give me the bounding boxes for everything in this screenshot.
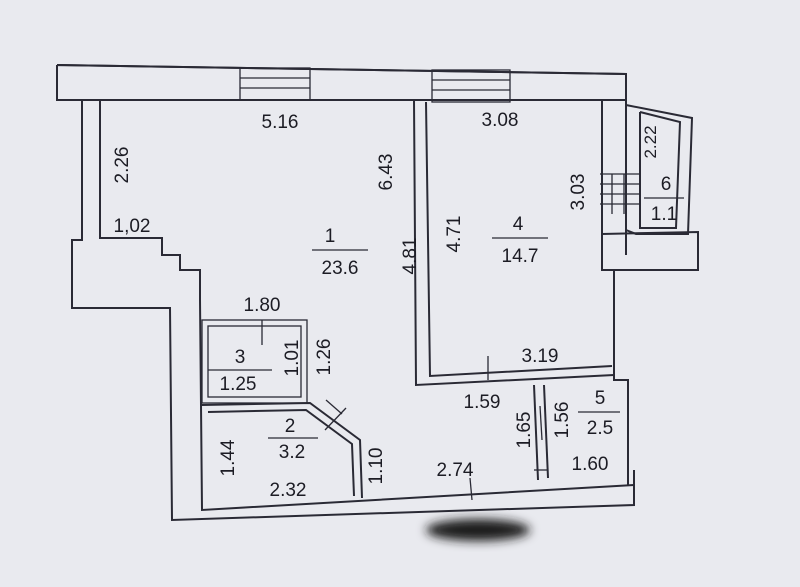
outer-walls <box>56 64 635 522</box>
window-left <box>239 67 311 101</box>
dim-3-03: 3.03 <box>568 174 589 211</box>
dim-1-44: 1.44 <box>218 439 239 476</box>
dim-1-60: 1.60 <box>572 454 609 475</box>
window-balcony <box>600 173 640 214</box>
partition-1-4 <box>413 99 615 387</box>
room-1-area: 23.6 <box>322 258 359 279</box>
room-3-walls <box>201 319 308 404</box>
room-2-walls <box>201 399 363 499</box>
dim-1-26: 1.26 <box>314 339 335 376</box>
dim-6-43: 6.43 <box>376 154 397 191</box>
room-3-area: 1.25 <box>220 374 257 395</box>
dim-1-65: 1.65 <box>514 412 535 449</box>
room-1-number: 1 <box>325 226 336 247</box>
dim-1-80: 1.80 <box>244 295 281 316</box>
balcony-walls <box>601 104 699 271</box>
dim-5-16: 5.16 <box>262 112 299 133</box>
room-2-area: 3.2 <box>279 442 305 463</box>
dim-1-10: 1.10 <box>366 448 387 485</box>
room-5-area: 2.5 <box>587 418 613 439</box>
room-3-number: 3 <box>235 347 246 368</box>
dim-2-22: 2.22 <box>641 125 660 158</box>
dim-2-32: 2.32 <box>270 480 307 501</box>
room-4-number: 4 <box>513 214 524 235</box>
room-6-area: 1.1 <box>651 204 677 225</box>
divider-mark <box>539 405 543 441</box>
dim-3-19: 3.19 <box>522 346 559 367</box>
dim-1-01: 1.01 <box>282 340 303 377</box>
dim-3-08: 3.08 <box>482 110 519 131</box>
dim-1-02: 1,02 <box>114 216 151 237</box>
dim-1-56: 1.56 <box>552 402 573 439</box>
room-6-number: 6 <box>661 174 672 195</box>
window-right <box>431 69 511 103</box>
redaction-blur <box>426 519 530 541</box>
room-2-number: 2 <box>285 416 296 437</box>
dim-2-74: 2.74 <box>437 460 474 481</box>
dim-4-71: 4.71 <box>444 216 465 253</box>
door-mark <box>469 477 473 501</box>
room-4-area: 14.7 <box>502 246 539 267</box>
dim-4-81: 4.81 <box>400 238 421 275</box>
dim-1-59: 1.59 <box>464 392 501 413</box>
room-5-number: 5 <box>595 388 606 409</box>
room-5-walls <box>533 384 549 481</box>
dim-2-26: 2.26 <box>112 147 133 184</box>
